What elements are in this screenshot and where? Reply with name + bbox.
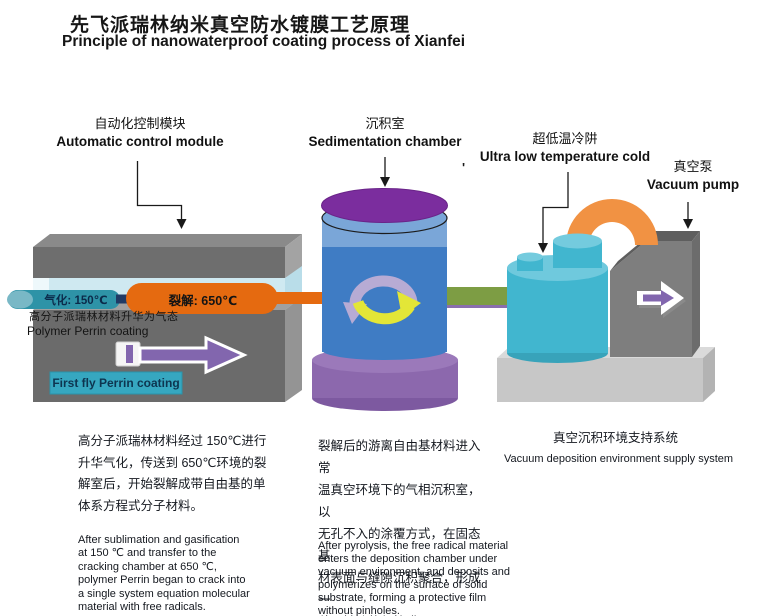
label-vacuum-pump-cn: 真空泵	[673, 159, 713, 174]
note-middle-cn: 裂解后的游离自由基材料进入常 温真空环境下的气相沉积室，以 无孔不入的涂覆方式，…	[318, 439, 481, 616]
orange-pipe	[268, 292, 324, 304]
pump-outlet-arrow	[637, 281, 686, 318]
cold-trap-arrowhead	[538, 243, 548, 253]
green-pipe	[447, 287, 509, 308]
page-title-cn: 先飞派瑞林纳米真空防水镀膜工艺原理	[70, 15, 411, 36]
label-cold-trap-en: Ultra low temperature cold	[479, 149, 651, 164]
orange-arc-pipe	[566, 199, 658, 245]
cold-trap	[507, 255, 608, 363]
first-fly-label: First fly Perrin coating	[52, 376, 180, 390]
label-sedimentation-cn: 沉积室	[365, 116, 405, 131]
control-module-leader	[136, 161, 183, 220]
label-control-module-cn: 自动化控制模块	[94, 116, 186, 131]
note-middle-en: After pyrolysis, the free radical materi…	[318, 540, 511, 616]
gasification-pill	[7, 290, 120, 309]
chamber-arrowhead	[380, 177, 390, 187]
machine-flow-arrow	[115, 335, 248, 375]
cold-trap-stray-mark: '	[462, 160, 466, 175]
leader-arrowheads	[176, 177, 693, 253]
gasification-temp-label: 气化: 150℃	[44, 295, 108, 307]
pill-connector	[116, 294, 130, 304]
label-sedimentation-en: Sedimentation chamber	[308, 134, 462, 149]
recycle-arrows-icon	[343, 275, 421, 325]
cold-trap-leader	[542, 172, 569, 244]
machine-top-slab-topface	[33, 234, 302, 247]
label-vacuum-pump: 真空泵 Vacuum pump	[593, 158, 760, 193]
label-control-module: 自动化控制模块 Automatic control module	[40, 115, 240, 150]
machine-top-slab-sideface	[285, 234, 302, 278]
leader-lines	[136, 157, 689, 244]
label-cold-trap: 超低温冷阱 Ultra low temperature cold	[465, 130, 665, 165]
gasification-pill-tip	[7, 290, 33, 309]
page-title-en: Principle of nanowaterproof coating proc…	[62, 33, 466, 50]
cold-trap-top-ports	[517, 233, 602, 271]
sedimentation-chamber	[312, 188, 458, 411]
note-right-en: Vacuum deposition environment supply sys…	[504, 453, 734, 465]
pyrolysis-pill	[126, 283, 324, 314]
pyrolysis-temp-label: 裂解: 650℃	[168, 294, 238, 308]
machine-bottom-slab-sideface	[285, 297, 302, 402]
label-vacuum-pump-en: Vacuum pump	[646, 177, 740, 192]
label-cold-trap-cn: 超低温冷阱	[532, 131, 598, 146]
pump-arrowhead	[683, 219, 693, 229]
label-sedimentation-chamber: 沉积室 Sedimentation chamber	[285, 115, 485, 150]
control-module-arrowhead	[176, 219, 187, 229]
note-right-cn: 真空沉积环境支持系统	[553, 431, 679, 445]
support-system	[497, 199, 715, 402]
feed-material-en: Polymer Perrin coating	[27, 324, 149, 338]
note-left-cn: 高分子派瑞林材料经过 150℃进行 升华气化，传送到 650℃环境的裂 解室后，…	[78, 434, 267, 513]
feed-material-cn: 高分子派瑞林材料升华为气态	[29, 311, 179, 323]
note-left-en: After sublimation and gasification at 15…	[78, 534, 250, 614]
cylinder-top-lid	[321, 188, 448, 223]
machine-top-slab	[33, 247, 285, 278]
first-fly-label-box	[49, 371, 183, 395]
label-control-module-en: Automatic control module	[56, 134, 224, 149]
